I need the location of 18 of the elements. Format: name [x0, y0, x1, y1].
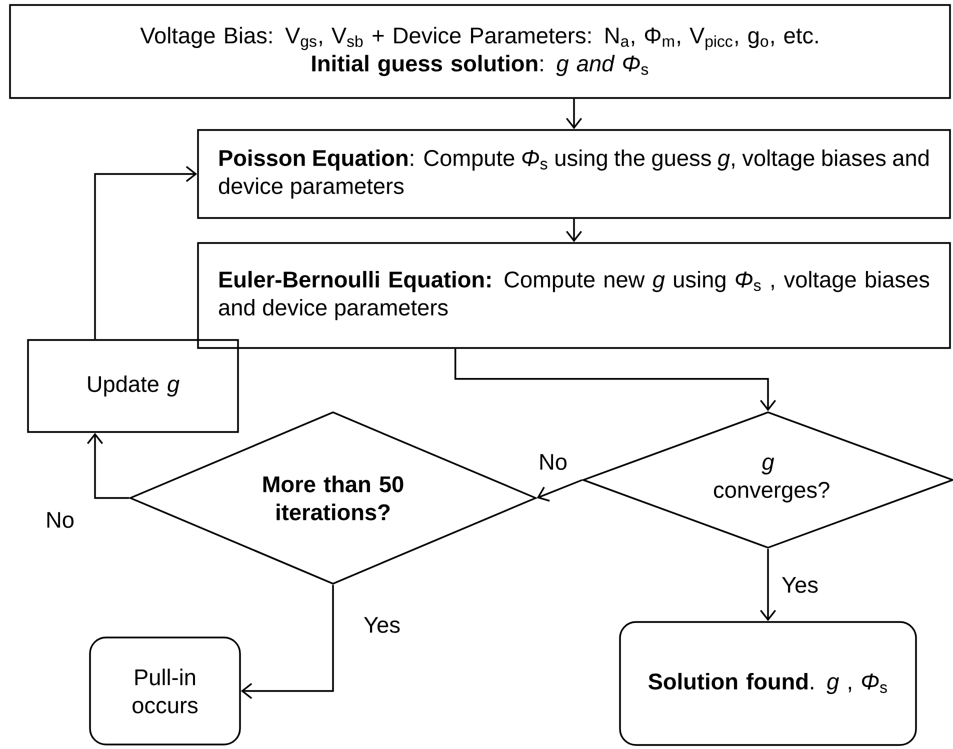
- process-box: Poisson Equation: Compute Φ$_{s}$ using the guess g, voltage biases and device parameters: [197, 129, 951, 219]
- terminal-box: Solution found. g , Φ$_{s}$: [619, 621, 917, 746]
- edge-label: Yes: [780, 576, 820, 594]
- edge-label: Yes: [362, 616, 402, 634]
- arrow: [566, 218, 582, 242]
- input-box: Voltage Bias: V$_{gs}$, V$_{sb}$ + Device Parameters: N$_{a}$, Φ$_{m}$, V$_{picc}$, g$_{o}$, etc. Initial guess solution: g and Φ$_{s}$: [9, 4, 951, 99]
- arrow: [454, 348, 776, 412]
- edge-label: No: [537, 452, 569, 472]
- terminal-box: Pull-in occurs: [89, 636, 241, 746]
- process-box: Euler-Bernoulli Equation: Compute new g using Φ$_{s}$ , voltage biases and device parameters: [197, 242, 951, 349]
- arrow: [87, 432, 130, 499]
- edge-label: No: [44, 510, 76, 530]
- arrow: [566, 98, 582, 130]
- arrow: [94, 166, 198, 340]
- arrow: [240, 584, 334, 700]
- arrow: [536, 479, 582, 502]
- arrow: [760, 548, 776, 622]
- process-box: Update g: [27, 339, 239, 433]
